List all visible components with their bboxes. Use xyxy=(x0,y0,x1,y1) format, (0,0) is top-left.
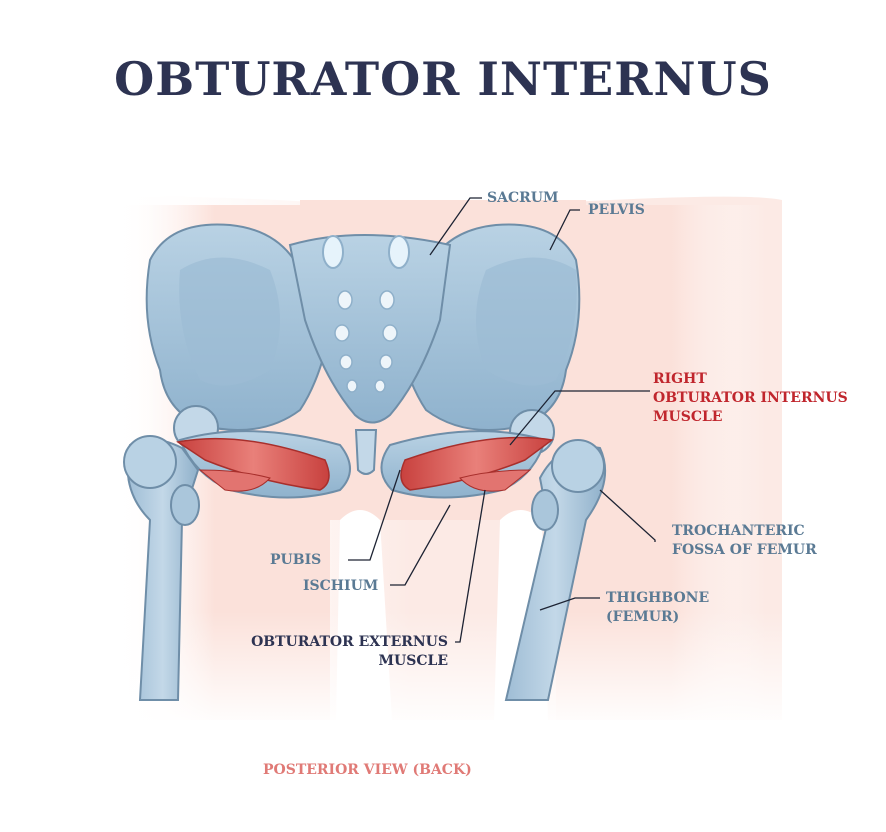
label-right-obturator-line1: RIGHT xyxy=(653,371,707,387)
left-femur xyxy=(123,435,200,701)
label-right-obturator-line3: MUSCLE xyxy=(653,409,723,425)
label-right-obturator-internus: RIGHT OBTURATOR INTERNUS MUSCLE xyxy=(653,370,848,427)
label-ischium: ISCHIUM xyxy=(303,578,379,594)
label-thighbone-line1: THIGHBONE xyxy=(606,590,710,606)
label-obturator-externus-line1: OBTURATOR EXTERNUS xyxy=(251,634,448,650)
page-title: OBTURATOR INTERNUS xyxy=(114,52,772,106)
label-pelvis: PELVIS xyxy=(588,202,645,218)
label-right-obturator-line2: OBTURATOR INTERNUS xyxy=(653,390,848,406)
label-trochanteric-line2: FOSSA OF FEMUR xyxy=(672,542,817,558)
right-femur xyxy=(504,439,607,701)
label-obturator-externus-line2: MUSCLE xyxy=(378,653,448,669)
label-pubis: PUBIS xyxy=(270,552,322,568)
label-thighbone-line2: (FEMUR) xyxy=(606,609,680,625)
right-obturator-internus xyxy=(400,436,554,492)
label-trochanteric-line1: TROCHANTERIC xyxy=(672,523,805,539)
label-trochanteric-fossa: TROCHANTERIC FOSSA OF FEMUR xyxy=(672,522,817,560)
label-posterior-view: POSTERIOR VIEW (BACK) xyxy=(263,762,472,778)
label-obturator-externus: OBTURATOR EXTERNUS MUSCLE xyxy=(238,633,448,671)
label-sacrum: SACRUM xyxy=(487,190,559,206)
label-thighbone: THIGHBONE (FEMUR) xyxy=(606,589,709,627)
leader-lines xyxy=(348,197,656,643)
sacrum-bone xyxy=(288,234,452,475)
left-obturator-internus xyxy=(176,437,330,492)
